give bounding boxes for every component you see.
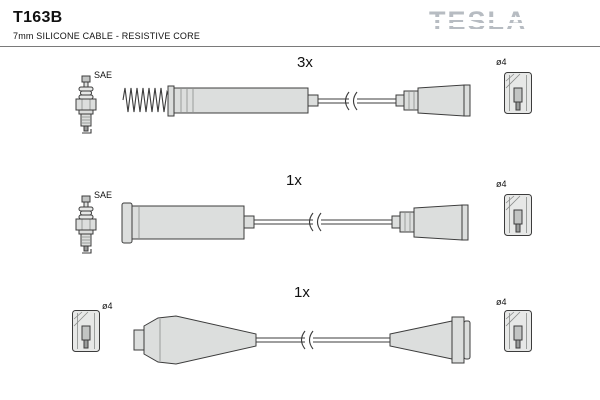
diameter-label-row2: ø4 [496,179,507,189]
terminal-sleeve-icon [504,310,532,352]
row3-cable-drawing [72,310,532,365]
connector-boot [389,316,471,364]
logo-stripe [427,23,530,26]
subtitle: 7mm SILICONE CABLE - RESISTIVE CORE [13,31,201,41]
logo-stripe [427,29,530,32]
cable-boot [121,202,255,244]
connector-boot [395,84,471,117]
terminal-sleeve-icon [504,72,532,114]
diameter-label-row1: ø4 [496,57,507,67]
qty-label-row2: 1x [286,172,302,189]
cable-boot [133,315,257,365]
spark-plug-icon [75,75,97,134]
row2-cable-drawing [75,194,532,254]
diameter-label-row3-right: ø4 [496,297,507,307]
qty-label-row1: 3x [297,54,313,71]
logo-stripe [427,17,530,20]
cable-wire [256,330,390,350]
row1-cable-drawing [75,72,532,134]
cable-boot [167,85,319,117]
cable-wire [318,91,396,111]
cable-wire [254,212,392,232]
wire-break-icon [308,212,322,232]
terminal-sleeve-icon [504,194,532,236]
header-divider [0,46,600,47]
coil-spring-icon [122,87,171,113]
tesla-logo: TESLA [427,6,530,39]
diameter-label-row3-left: ø4 [102,301,113,311]
connector-boot [391,204,469,241]
sae-label-row1: SAE [94,70,113,80]
qty-label-row3: 1x [294,284,310,301]
terminal-sleeve-icon [72,310,100,352]
tesla-logo-text: TESLA [429,6,528,36]
spark-plug-icon [75,195,97,254]
part-number: T163B [13,9,63,26]
sae-label-row2: SAE [94,190,113,200]
wire-break-icon [344,91,358,111]
wire-break-icon [300,330,314,350]
